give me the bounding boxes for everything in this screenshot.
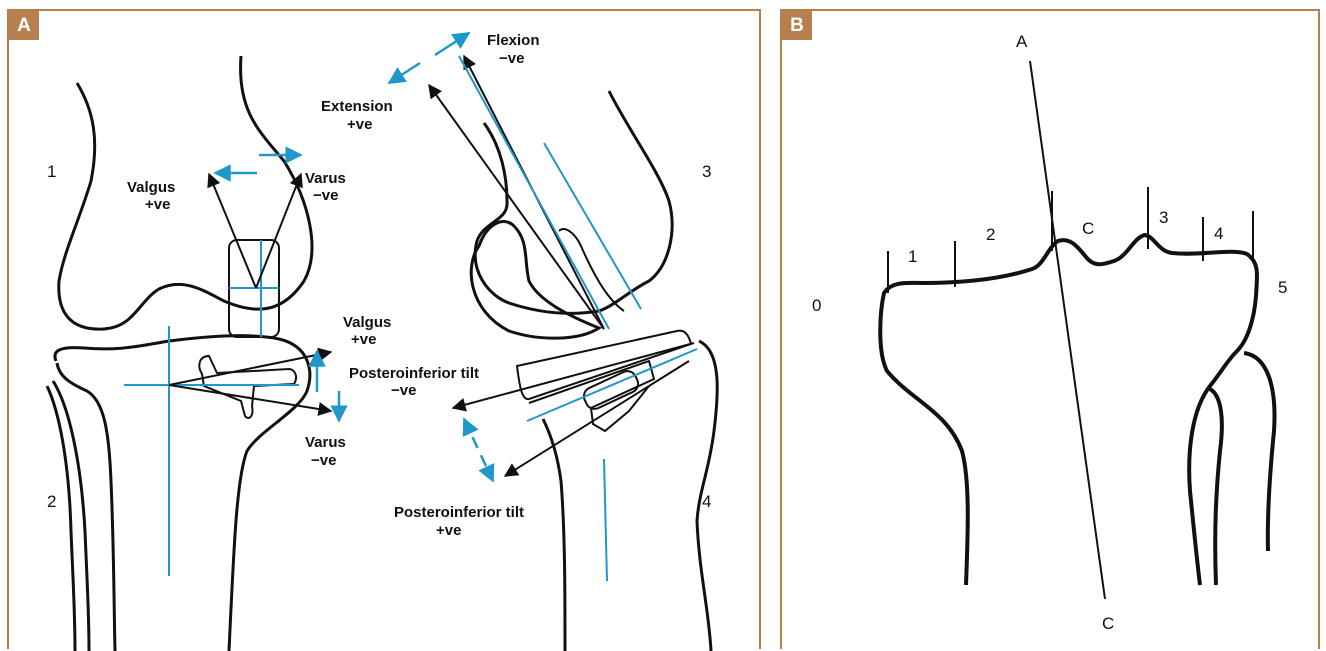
- region-label-3: 3: [702, 162, 711, 181]
- panel-a: A: [7, 9, 761, 649]
- axis-line-ac: [1030, 61, 1105, 599]
- zone-label-0: 0: [812, 296, 821, 315]
- axis-label-a: A: [1016, 32, 1028, 51]
- valgus-mid-sign: +ve: [351, 331, 376, 348]
- zone-label-2: 2: [986, 225, 995, 244]
- varus-mid-sign: −ve: [311, 452, 336, 469]
- flexion-label: Flexion: [487, 32, 540, 49]
- varus-mid-label: Varus: [305, 434, 346, 451]
- zone-label-1: 1: [908, 247, 917, 266]
- fibula-outline-b: [1244, 353, 1275, 551]
- zone-label-5: 5: [1278, 278, 1287, 297]
- zone-label-4: 4: [1214, 224, 1223, 243]
- tibial-cutting-guide-left: [199, 356, 296, 418]
- axis-label-c: C: [1102, 614, 1114, 633]
- posteroinferior-pos-label: Posteroinferior tilt: [394, 504, 524, 521]
- tibia-outline-sagittal: [543, 419, 565, 651]
- region-label-2: 2: [47, 492, 56, 511]
- femur-outline-sagittal: [475, 91, 672, 313]
- panel-a-diagram: 1 2 3 4 Valgus +ve Varus −ve Valgus +ve …: [9, 11, 763, 651]
- extension-sign: +ve: [347, 116, 372, 133]
- posteroinferior-neg-sign: −ve: [391, 382, 416, 399]
- extension-label: Extension: [321, 98, 393, 115]
- valgus-top-sign: +ve: [145, 196, 170, 213]
- fibula-head-b: [1210, 389, 1222, 585]
- tibial-plateau-outline: [880, 235, 1257, 585]
- valgus-mid-label: Valgus: [343, 314, 391, 331]
- varus-top-sign: −ve: [313, 187, 338, 204]
- posteroinferior-neg-label: Posteroinferior tilt: [349, 365, 479, 382]
- panel-b-diagram: 0 1 2 C 3 4 5 A C: [782, 11, 1322, 651]
- zone-label-3: 3: [1159, 208, 1168, 227]
- panel-b: B 0 1 2 C 3 4 5 A C: [780, 9, 1320, 649]
- region-label-1: 1: [47, 162, 56, 181]
- zone-label-c: C: [1082, 219, 1094, 238]
- posteroinferior-pos-sign: +ve: [436, 522, 461, 539]
- varus-top-label: Varus: [305, 170, 346, 187]
- flexion-sign: −ve: [499, 50, 524, 67]
- region-label-4: 4: [702, 492, 711, 511]
- valgus-top-label: Valgus: [127, 179, 175, 196]
